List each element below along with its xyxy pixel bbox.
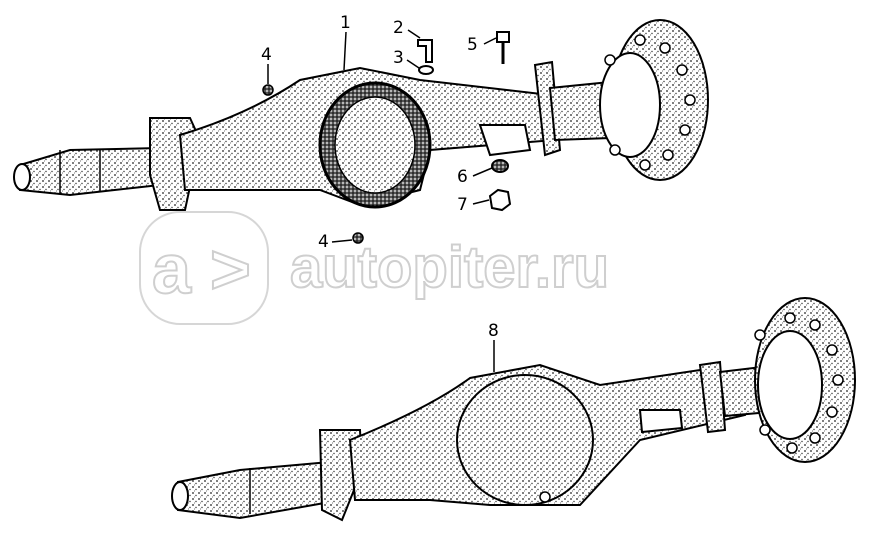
- callout-4-lower: 4: [318, 232, 329, 252]
- bolt: [496, 31, 510, 43]
- callout-7: 7: [457, 195, 468, 215]
- axle-housing-lower: [171, 297, 856, 522]
- callout-1: 1: [340, 13, 351, 33]
- washer: [418, 65, 434, 75]
- watermark-logo-letter: a: [152, 230, 192, 308]
- callout-labels: 1 2 3 4 5 4 6 7 8: [261, 13, 499, 341]
- breather-tube: [417, 39, 433, 63]
- callout-6: 6: [457, 167, 468, 187]
- watermark: a > autopiter.ru: [139, 211, 610, 325]
- watermark-logo-frame: [139, 211, 269, 325]
- axle-housing-upper: [13, 19, 709, 211]
- fasteners: [262, 31, 512, 244]
- watermark-logo-arrow: >: [210, 230, 251, 308]
- watermark-site-text: autopiter.ru: [290, 235, 609, 300]
- leader-lines: [267, 29, 497, 372]
- callout-3: 3: [393, 48, 404, 68]
- drain-plug-upper: [262, 84, 274, 96]
- nut: [488, 188, 512, 212]
- differential-bulge: [456, 374, 594, 506]
- lock-washer: [491, 159, 509, 173]
- callout-8: 8: [488, 321, 499, 341]
- callout-4-upper: 4: [261, 45, 272, 65]
- callout-5: 5: [467, 35, 478, 55]
- callout-2: 2: [393, 18, 404, 38]
- drain-plug-lower: [352, 232, 364, 244]
